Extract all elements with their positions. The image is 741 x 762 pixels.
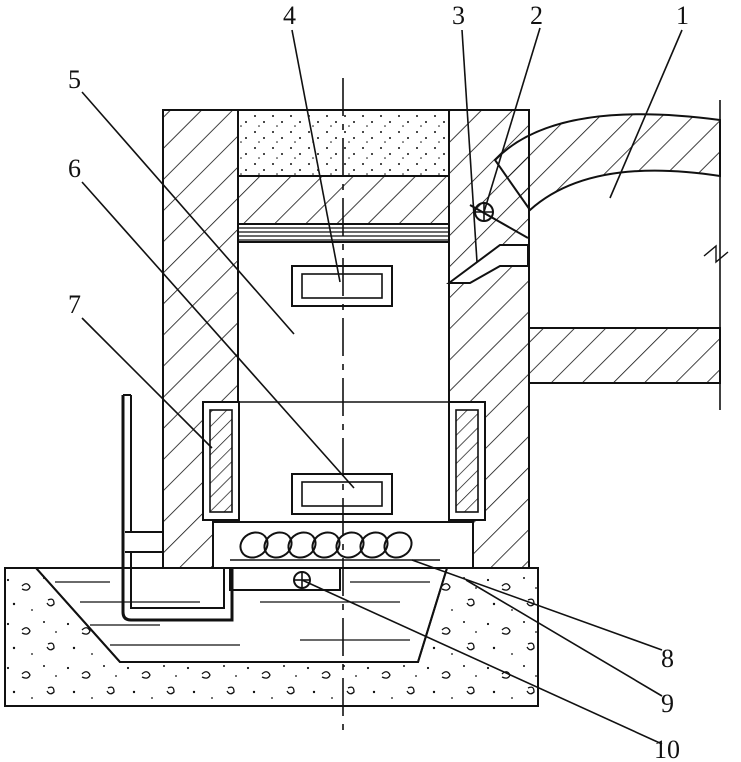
leader-8	[411, 559, 663, 651]
leader-7	[81, 317, 213, 449]
leader-lines	[81, 27, 683, 745]
leader-6	[81, 181, 355, 489]
leader-2	[483, 27, 541, 213]
leader-5	[81, 91, 295, 335]
heating-element-right	[448, 401, 486, 521]
callout-8: 8	[661, 644, 674, 673]
water-trough	[35, 567, 448, 663]
callout-3: 3	[452, 1, 465, 30]
callout-6: 6	[68, 154, 81, 183]
flue-duct	[445, 100, 729, 410]
water-inlet-pipe	[121, 394, 234, 622]
leader-9	[465, 579, 663, 697]
callout-1: 1	[676, 1, 689, 30]
callout-10: 10	[654, 735, 680, 762]
bottom-drain	[229, 567, 341, 591]
workpiece-upper	[291, 265, 393, 307]
leader-10	[301, 579, 663, 745]
leader-1	[609, 29, 683, 199]
callout-2: 2	[530, 1, 543, 30]
callout-9: 9	[661, 689, 674, 718]
callout-7: 7	[68, 290, 81, 319]
leader-3	[461, 29, 478, 263]
heating-element-left	[202, 401, 240, 521]
callout-5: 5	[68, 65, 81, 94]
callout-4: 4	[283, 1, 296, 30]
leader-4	[291, 29, 341, 283]
callout-labels: 1 2 3 4 5 6 7 8 9 10	[68, 1, 689, 762]
